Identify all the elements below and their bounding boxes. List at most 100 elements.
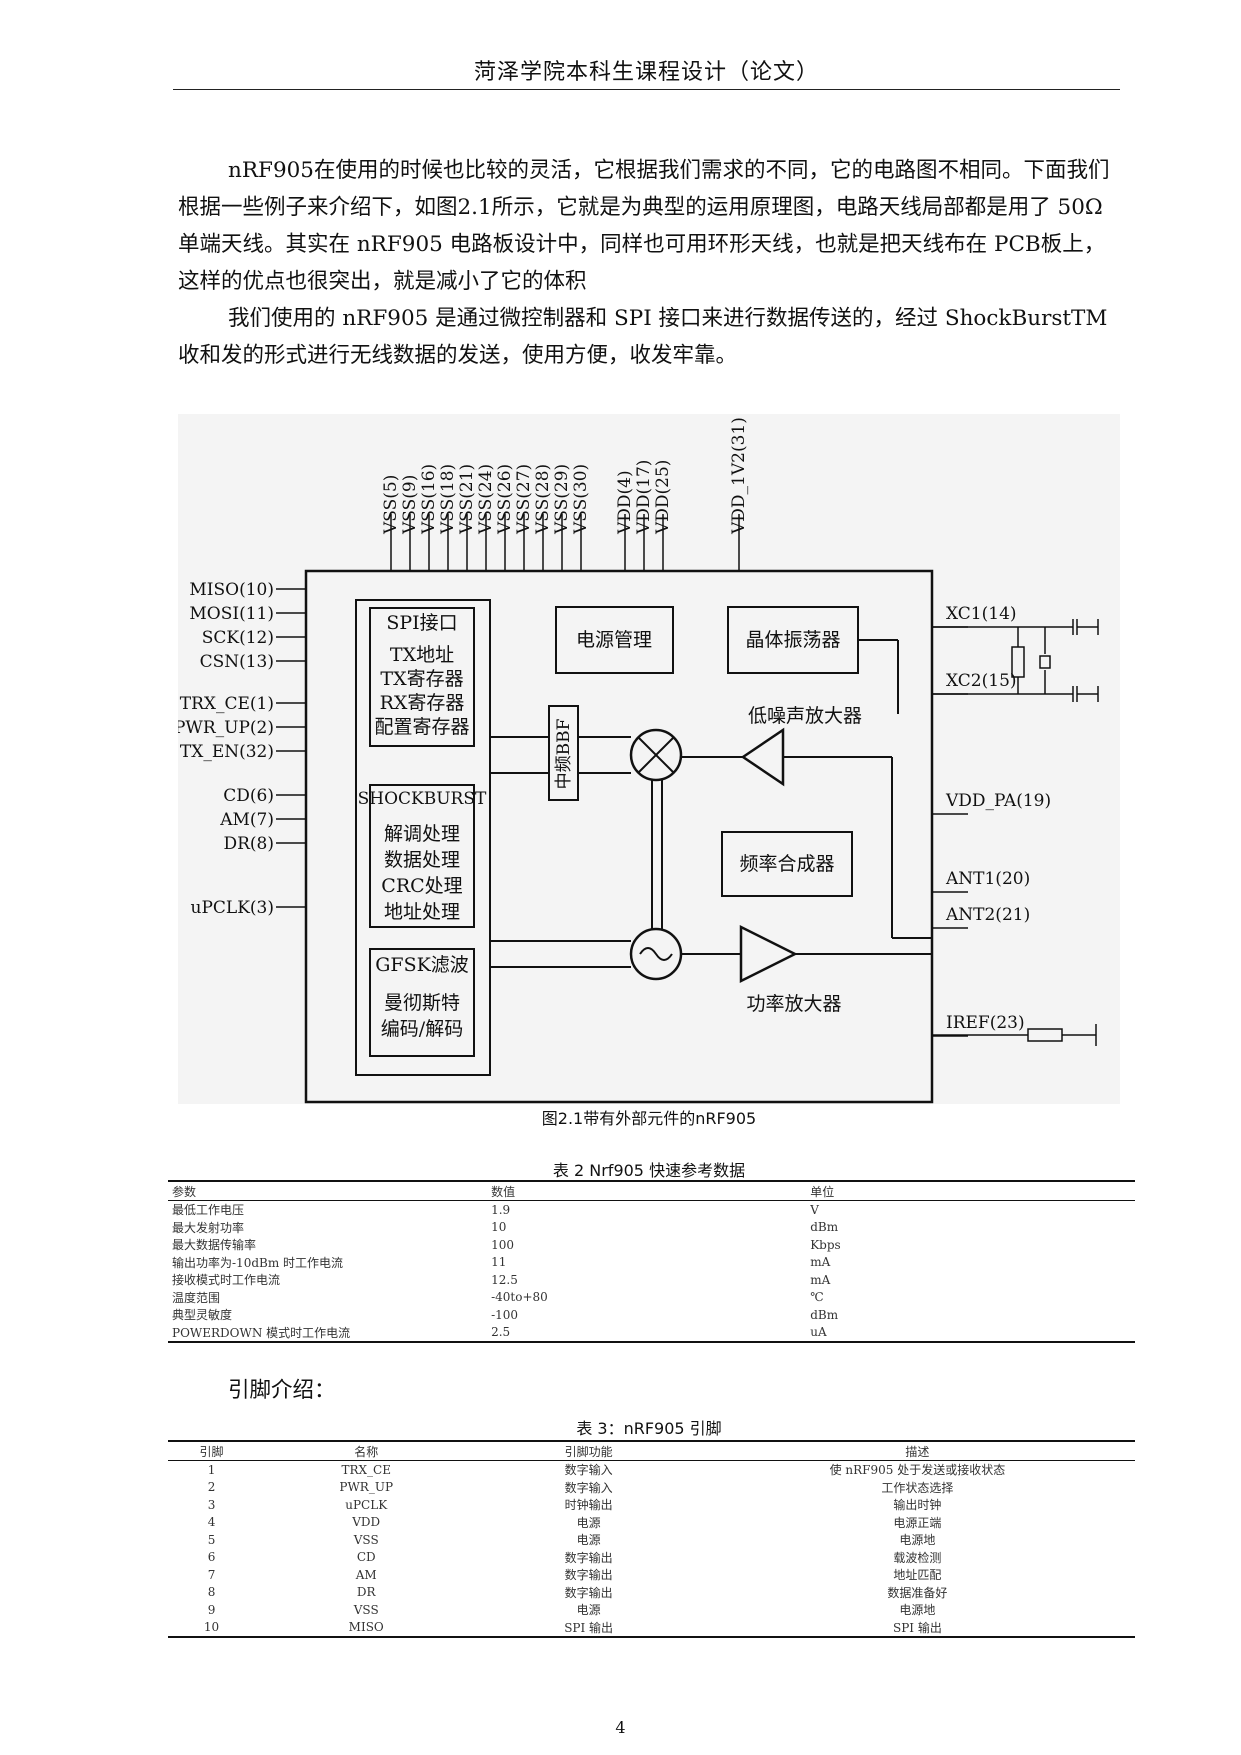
- right-pin-label: XC1(14): [946, 604, 1017, 624]
- spi-block-item: TX寄存器: [380, 668, 463, 690]
- frequency-synthesizer-block: 频率合成器: [739, 853, 834, 875]
- table-cell: 6: [207, 1550, 216, 1565]
- table-cell: 典型灵敏度: [172, 1308, 233, 1323]
- table-cell: POWERDOWN 模式时工作电流: [168, 1323, 488, 1343]
- page-header: 菏泽学院本科生课程设计（论文）: [473, 60, 819, 85]
- top-pin-label: VSS(29): [552, 464, 572, 535]
- table-cell: 1.9: [491, 1202, 511, 1217]
- table-cell: 数字输出: [564, 1568, 613, 1583]
- table-cell: 2: [207, 1480, 216, 1495]
- figure-caption: 图2.1带有外部元件的nRF905: [541, 1109, 757, 1128]
- left-pin-label: AM(7): [219, 810, 274, 830]
- spi-block-item: TX地址: [390, 644, 454, 666]
- left-pin-label: uPCLK(3): [191, 898, 274, 918]
- subheading: 引脚介绍：: [228, 1378, 336, 1403]
- paragraph-2: 我们使用的 nRF905 是通过微控制器和 SPI 接口来进行数据传送的，经过 …: [178, 306, 1108, 368]
- table-cell: 电源: [576, 1533, 601, 1548]
- right-pin-label: XC2(15): [946, 671, 1017, 691]
- table-row: 典型灵敏度 -100 dBm: [168, 1306, 1135, 1324]
- left-pin-label: PWR_UP(2): [178, 718, 274, 738]
- logic-column: [355, 599, 491, 1076]
- chip-outline: [304, 569, 934, 1104]
- table-cell: 温度范围: [172, 1290, 221, 1305]
- table-cell: V: [810, 1202, 819, 1217]
- top-pin-label: VSS(27): [514, 464, 534, 535]
- table-cell: 使 nRF905 处于发送或接收状态: [829, 1463, 1006, 1478]
- shockburst-block-item: CRC处理: [381, 875, 462, 897]
- table-cell: 电源地: [899, 1603, 936, 1618]
- table-cell: 12.5: [491, 1272, 518, 1287]
- table2-header: 数值: [487, 1180, 807, 1201]
- gfsk-block-item: GFSK滤波: [375, 954, 469, 976]
- body-text: nRF905在使用的时候也比较的灵活，它根据我们需求的不同，它的电路图不相同。下…: [178, 152, 1123, 374]
- left-pin-label: SCK(12): [202, 628, 274, 648]
- table-cell: 电源地: [899, 1533, 936, 1548]
- table-cell: 输出功率为-10dBm 时工作电流: [172, 1255, 344, 1270]
- top-pin-label: VDD(17): [634, 460, 654, 535]
- table-cell: 5: [207, 1532, 216, 1547]
- table-cell: 7: [207, 1567, 216, 1582]
- table-cell: SPI 输出: [477, 1618, 700, 1638]
- right-pin-label: VDD_PA(19): [945, 791, 1051, 811]
- table-cell: 电源: [576, 1515, 601, 1530]
- table-cell: 时钟输出: [564, 1498, 613, 1513]
- right-pin-label: IREF(23): [946, 1013, 1025, 1033]
- table-row: 5 VSS 电源 电源地: [168, 1531, 1135, 1549]
- page-number: 4: [615, 1718, 626, 1737]
- crystal-oscillator-block: 晶体振荡器: [745, 629, 840, 651]
- table-cell: VSS: [353, 1602, 379, 1617]
- table-cell: 数字输出: [564, 1585, 613, 1600]
- table-cell: uPCLK: [345, 1497, 388, 1512]
- table-cell: ℃: [810, 1290, 824, 1305]
- table-cell: 数字输入: [564, 1480, 613, 1495]
- table-cell: 数字输入: [564, 1463, 613, 1478]
- table-row: 温度范围-40to+80℃: [168, 1289, 1135, 1307]
- table-cell: mA: [810, 1255, 831, 1270]
- table-cell: 数字输出: [564, 1550, 613, 1565]
- spi-block-item: RX寄存器: [380, 692, 465, 714]
- left-pin-label: CD(6): [223, 786, 274, 806]
- table-cell: Kbps: [810, 1237, 841, 1252]
- table2-title: 表 2 Nrf905 快速参考数据: [552, 1161, 746, 1180]
- table-cell: 2.5: [487, 1323, 807, 1343]
- power-management-block: 电源管理: [576, 629, 652, 651]
- table-cell: SPI 输出: [699, 1618, 1135, 1638]
- table-cell: TRX_CE: [341, 1462, 391, 1477]
- top-pin-label: VSS(16): [419, 464, 439, 535]
- table-cell: dBm: [810, 1220, 839, 1235]
- table-cell: 地址匹配: [893, 1568, 942, 1583]
- top-pin-label: VSS(24): [476, 464, 496, 535]
- top-pin-label: VSS(9): [400, 475, 420, 535]
- top-pin-label: VSS(26): [495, 464, 515, 535]
- table-cell: dBm: [810, 1307, 839, 1322]
- left-pin-label: TRX_CE(1): [180, 694, 274, 714]
- table3-header: 引脚: [168, 1440, 256, 1461]
- gfsk-block-item: 曼彻斯特: [384, 992, 460, 1014]
- table-cell: 电源: [576, 1603, 601, 1618]
- lna-label: 低噪声放大器: [748, 705, 862, 727]
- left-pin-label: MISO(10): [189, 580, 274, 600]
- table-cell: AM: [355, 1567, 377, 1582]
- shockburst-block-item: 地址处理: [384, 901, 460, 923]
- top-pin-label: VSS(18): [438, 464, 458, 535]
- table-row: 7 AM 数字输出 地址匹配: [168, 1566, 1135, 1584]
- table3-header: 描述: [699, 1440, 1135, 1461]
- table-cell: 输出时钟: [893, 1498, 942, 1513]
- nrf905-block-diagram: VSS(5)VSS(9)VSS(16)VSS(18)VSS(21)VSS(24)…: [178, 414, 1120, 1104]
- table-cell: 8: [207, 1585, 216, 1600]
- table-cell: VSS: [353, 1532, 379, 1547]
- table-cell: CD: [356, 1550, 376, 1565]
- shockburst-block-item: SHOCKBURST: [358, 789, 487, 809]
- table3-title: 表 3：nRF905 引脚: [576, 1419, 722, 1438]
- table-cell: -100: [491, 1307, 519, 1322]
- pa-label: 功率放大器: [746, 993, 841, 1015]
- paragraph-1: nRF905在使用的时候也比较的灵活，它根据我们需求的不同，它的电路图不相同。下…: [178, 158, 1110, 294]
